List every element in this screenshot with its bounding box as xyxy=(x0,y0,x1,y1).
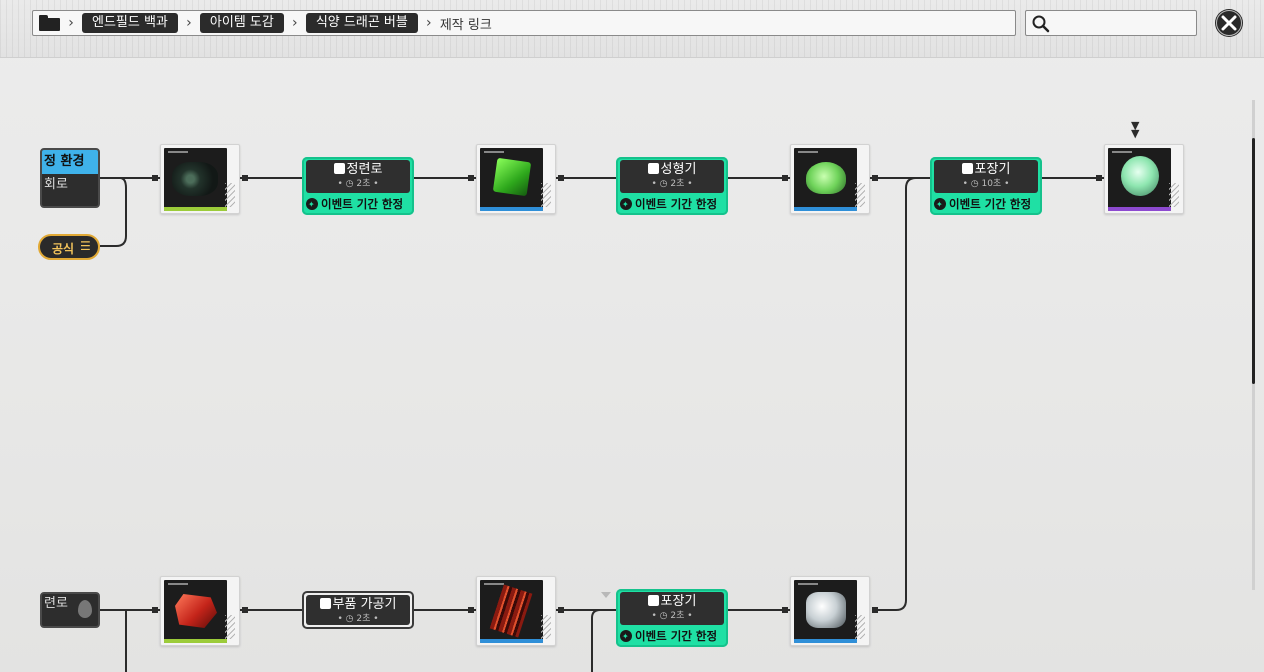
breadcrumb-item-dragon-bubble[interactable]: 식양 드래곤 버블 xyxy=(305,13,418,33)
red-crystal-item-image xyxy=(164,580,227,643)
left-node-environment[interactable]: 정 환경 회로 xyxy=(40,148,100,208)
machine-time: 2초 xyxy=(670,179,685,189)
list-icon: ☰ xyxy=(80,239,91,253)
green-dragon-item-image xyxy=(794,148,857,211)
machine-name: 정련로 xyxy=(346,162,383,177)
machine-molder[interactable]: 성형기 • ◷ 2초 • 이벤트 기간 한정 xyxy=(616,157,728,215)
search-box[interactable] xyxy=(1025,10,1197,36)
packager-icon xyxy=(961,163,973,174)
event-label: 이벤트 기간 한정 xyxy=(635,629,718,643)
machine-name: 포장기 xyxy=(974,162,1011,177)
connection-lines xyxy=(100,175,1104,672)
left-node-refinery[interactable]: 련로 xyxy=(40,592,100,628)
item-card-green-cube[interactable] xyxy=(476,144,556,214)
circuit-label: 회로 xyxy=(44,177,68,192)
folder-icon[interactable] xyxy=(39,15,60,31)
arrow-down-icon xyxy=(601,592,611,598)
close-icon xyxy=(1216,10,1242,36)
crafting-graph[interactable]: 정 환경 회로 공식 ☰ 련로 정련로 • ◷ 2초 • 이벤트 기간 한정 xyxy=(0,58,1264,672)
item-card-ore[interactable] xyxy=(160,144,240,214)
machine-refinery[interactable]: 정련로 • ◷ 2초 • 이벤트 기간 한정 xyxy=(302,157,414,215)
close-button[interactable] xyxy=(1215,9,1243,37)
machine-packager-top[interactable]: 포장기 • ◷ 10초 • 이벤트 기간 한정 xyxy=(930,157,1042,215)
recipe-label: 공식 xyxy=(52,242,75,256)
machine-time: 10초 xyxy=(981,179,1002,189)
chevron-right-icon: › xyxy=(68,15,74,31)
environment-label: 정 환경 xyxy=(42,150,98,174)
search-icon xyxy=(1032,15,1050,33)
item-card-red-component[interactable] xyxy=(476,576,556,646)
ore-item-image xyxy=(164,148,227,211)
breadcrumb-item-item-codex[interactable]: 아이템 도감 xyxy=(199,13,284,33)
item-card-white-robot[interactable] xyxy=(790,576,870,646)
machine-name: 포장기 xyxy=(660,594,697,609)
top-bar: › 엔드필드 백과 › 아이템 도감 › 식양 드래곤 버블 › 제작 링크 xyxy=(0,0,1264,58)
molder-icon xyxy=(647,163,659,174)
breadcrumb: › 엔드필드 백과 › 아이템 도감 › 식양 드래곤 버블 › 제작 링크 xyxy=(32,10,1016,36)
machine-time: 2초 xyxy=(670,611,685,621)
event-badge-icon xyxy=(306,197,318,213)
item-card-dragon-bubble[interactable] xyxy=(1104,144,1184,214)
packager-icon xyxy=(647,595,659,606)
recipe-button[interactable]: 공식 ☰ xyxy=(38,234,100,260)
machine-name: 성형기 xyxy=(660,162,697,177)
fabricator-icon xyxy=(319,598,331,609)
chevron-right-icon: › xyxy=(186,15,192,31)
refinery-label: 련로 xyxy=(44,596,68,611)
white-robot-item-image xyxy=(794,580,857,643)
event-badge-icon xyxy=(620,197,632,213)
machine-packager-bottom[interactable]: 포장기 • ◷ 2초 • 이벤트 기간 한정 xyxy=(616,589,728,647)
scrollbar-thumb[interactable] xyxy=(1252,138,1255,384)
machine-name: 부품 가공기 xyxy=(332,597,397,612)
green-cube-item-image xyxy=(480,148,543,211)
droplet-icon xyxy=(78,600,92,618)
item-card-green-dragon[interactable] xyxy=(790,144,870,214)
double-chevron-down-icon[interactable]: ▼▼ xyxy=(1131,119,1140,140)
event-label: 이벤트 기간 한정 xyxy=(949,197,1032,211)
item-card-red-crystal[interactable] xyxy=(160,576,240,646)
breadcrumb-item-endfield-wiki[interactable]: 엔드필드 백과 xyxy=(82,13,178,33)
event-badge-icon xyxy=(934,197,946,213)
machine-time: 2초 xyxy=(356,614,371,624)
dragon-bubble-item-image xyxy=(1108,148,1171,211)
machine-parts-fabricator[interactable]: 부품 가공기 • ◷ 2초 • xyxy=(302,591,414,629)
chevron-right-icon: › xyxy=(426,15,432,31)
refinery-icon xyxy=(333,163,345,174)
event-label: 이벤트 기간 한정 xyxy=(635,197,718,211)
machine-time: 2초 xyxy=(356,179,371,189)
chevron-right-icon: › xyxy=(292,15,298,31)
search-input[interactable] xyxy=(1054,14,1192,32)
event-badge-icon xyxy=(620,629,632,645)
event-label: 이벤트 기간 한정 xyxy=(321,197,404,211)
breadcrumb-current: 제작 링크 xyxy=(439,17,492,33)
red-component-item-image xyxy=(480,580,543,643)
